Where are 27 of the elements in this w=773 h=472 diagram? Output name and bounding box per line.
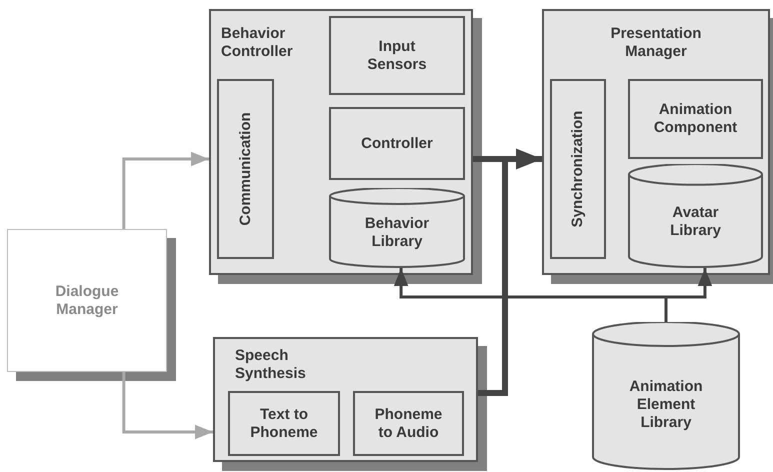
- module-box: [628, 79, 763, 159]
- arrow: [122, 372, 213, 440]
- module-label: Synchronization: [569, 110, 587, 228]
- arrow: [122, 152, 209, 229]
- module-label: Animation Component: [652, 101, 738, 137]
- panel-title: Speech Synthesis: [235, 347, 307, 383]
- arrow: [664, 268, 712, 322]
- module-box: [217, 79, 274, 259]
- database-cylinder: [592, 322, 740, 470]
- module-box: [550, 79, 606, 259]
- module-label: Dialogue Manager: [54, 282, 120, 318]
- panel-title: Behavior Controller: [221, 25, 294, 61]
- module-box: [353, 391, 464, 456]
- module-label: Animation Element Library: [628, 378, 704, 432]
- module-label: Communication: [236, 112, 254, 226]
- module-box: [329, 107, 465, 180]
- module-label: Controller: [360, 134, 434, 152]
- database-cylinder: [329, 188, 465, 268]
- module-label: Behavior Library: [364, 214, 430, 251]
- module-box: [329, 16, 465, 95]
- module-label: Input Sensors: [366, 38, 428, 74]
- module-box: [228, 391, 340, 456]
- database-cylinder: [628, 164, 763, 268]
- module-label: Phoneme to Audio: [374, 406, 444, 442]
- module-label: Avatar Library: [669, 204, 722, 240]
- module-label: Text to Phoneme: [249, 406, 319, 442]
- panel-title: Presentation Manager: [610, 25, 702, 61]
